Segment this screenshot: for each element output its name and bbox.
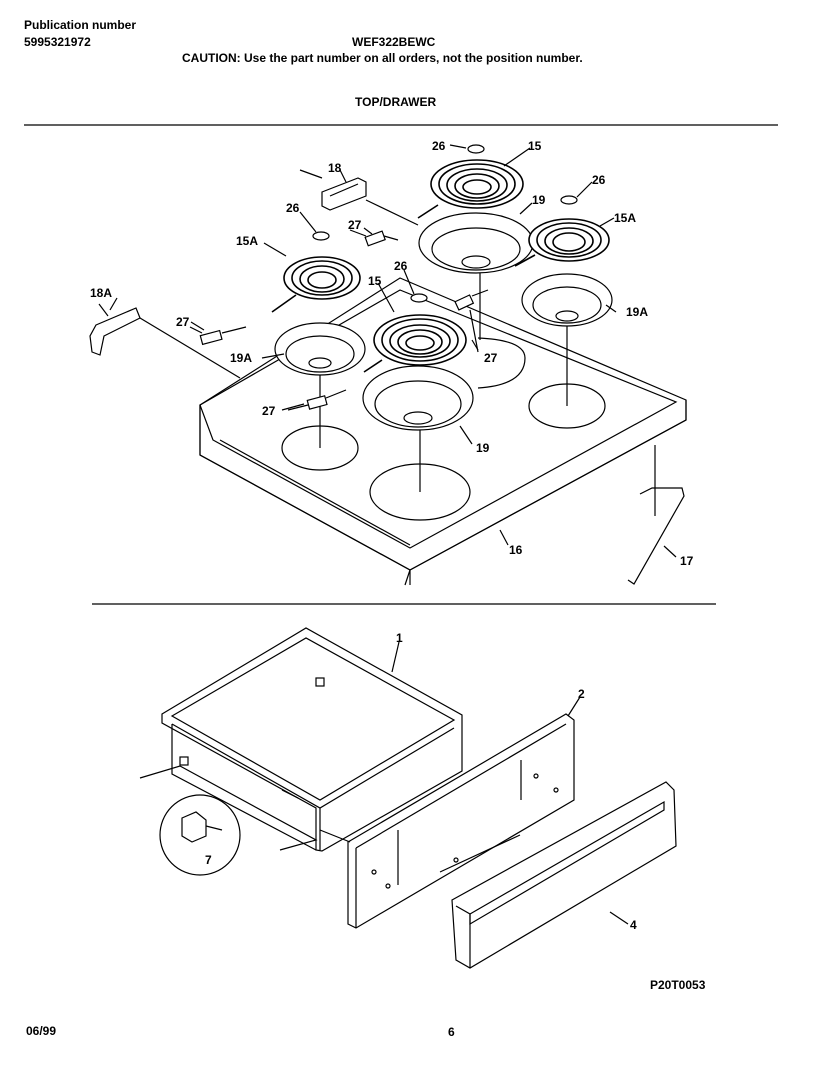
callout-18: 18 (328, 161, 342, 175)
drip-bowl-19A-left (274, 322, 366, 376)
terminal-block-27-c (454, 289, 489, 353)
footer-date: 06/99 (26, 1024, 57, 1038)
terminal-block-27-b (189, 326, 247, 346)
surface-element-15A-right (514, 218, 610, 267)
trim-ring-26-c (312, 231, 330, 241)
drip-bowl-19-rear (418, 212, 534, 274)
callout-27: 27 (262, 404, 276, 418)
trim-ring-26-b (560, 195, 578, 205)
terminal-block-27-d (287, 389, 347, 411)
drawer-body-1 (161, 627, 463, 852)
caution-note: CAUTION: Use the part number on all orde… (182, 51, 583, 65)
surface-element-15-front (363, 314, 467, 373)
callout-27: 27 (484, 351, 498, 365)
oven-vent-wire-17 (627, 445, 685, 585)
drip-bowl-19A-right (521, 273, 613, 327)
callout-15: 15 (368, 274, 382, 288)
model-number: WEF322BEWC (352, 35, 436, 49)
callout-4: 4 (630, 918, 637, 932)
bracket-18A (89, 303, 241, 379)
callout-27: 27 (348, 218, 362, 232)
callout-17: 17 (680, 554, 694, 568)
callout-16: 16 (509, 543, 523, 557)
callout-18A: 18A (90, 286, 112, 300)
trim-ring-26-d (410, 293, 428, 303)
terminal-block-27-a (349, 229, 399, 247)
callout-2: 2 (578, 687, 585, 701)
surface-element-15-rear (417, 159, 524, 219)
callout-15A: 15A (614, 211, 636, 225)
section-title: TOP/DRAWER (355, 95, 437, 109)
callout-1: 1 (396, 631, 403, 645)
callout-19: 19 (532, 193, 546, 207)
callout-27: 27 (176, 315, 190, 329)
trim-ring-26-a (467, 144, 485, 154)
callout-26: 26 (432, 139, 446, 153)
drip-bowl-19-front (362, 365, 474, 431)
drawer-front-4 (451, 781, 677, 969)
publication-number: 5995321972 (24, 35, 91, 49)
callout-15: 15 (528, 139, 542, 153)
callout-26: 26 (394, 259, 408, 273)
callout-26: 26 (592, 173, 606, 187)
bracket-18 (299, 169, 419, 226)
figure-id: P20T0053 (650, 978, 706, 992)
callout-15A: 15A (236, 234, 258, 248)
drawer-panel-2 (319, 713, 575, 929)
callout-26: 26 (286, 201, 300, 215)
callout-19A: 19A (626, 305, 648, 319)
callout-19: 19 (476, 441, 490, 455)
burner-opening-rear (477, 337, 526, 389)
publication-number-label: Publication number (24, 18, 137, 32)
surface-element-15A-left (271, 256, 361, 313)
callout-7: 7 (205, 853, 212, 867)
drawer-rail-7 (139, 765, 318, 876)
callout-19A: 19A (230, 351, 252, 365)
page-number: 6 (448, 1025, 455, 1039)
